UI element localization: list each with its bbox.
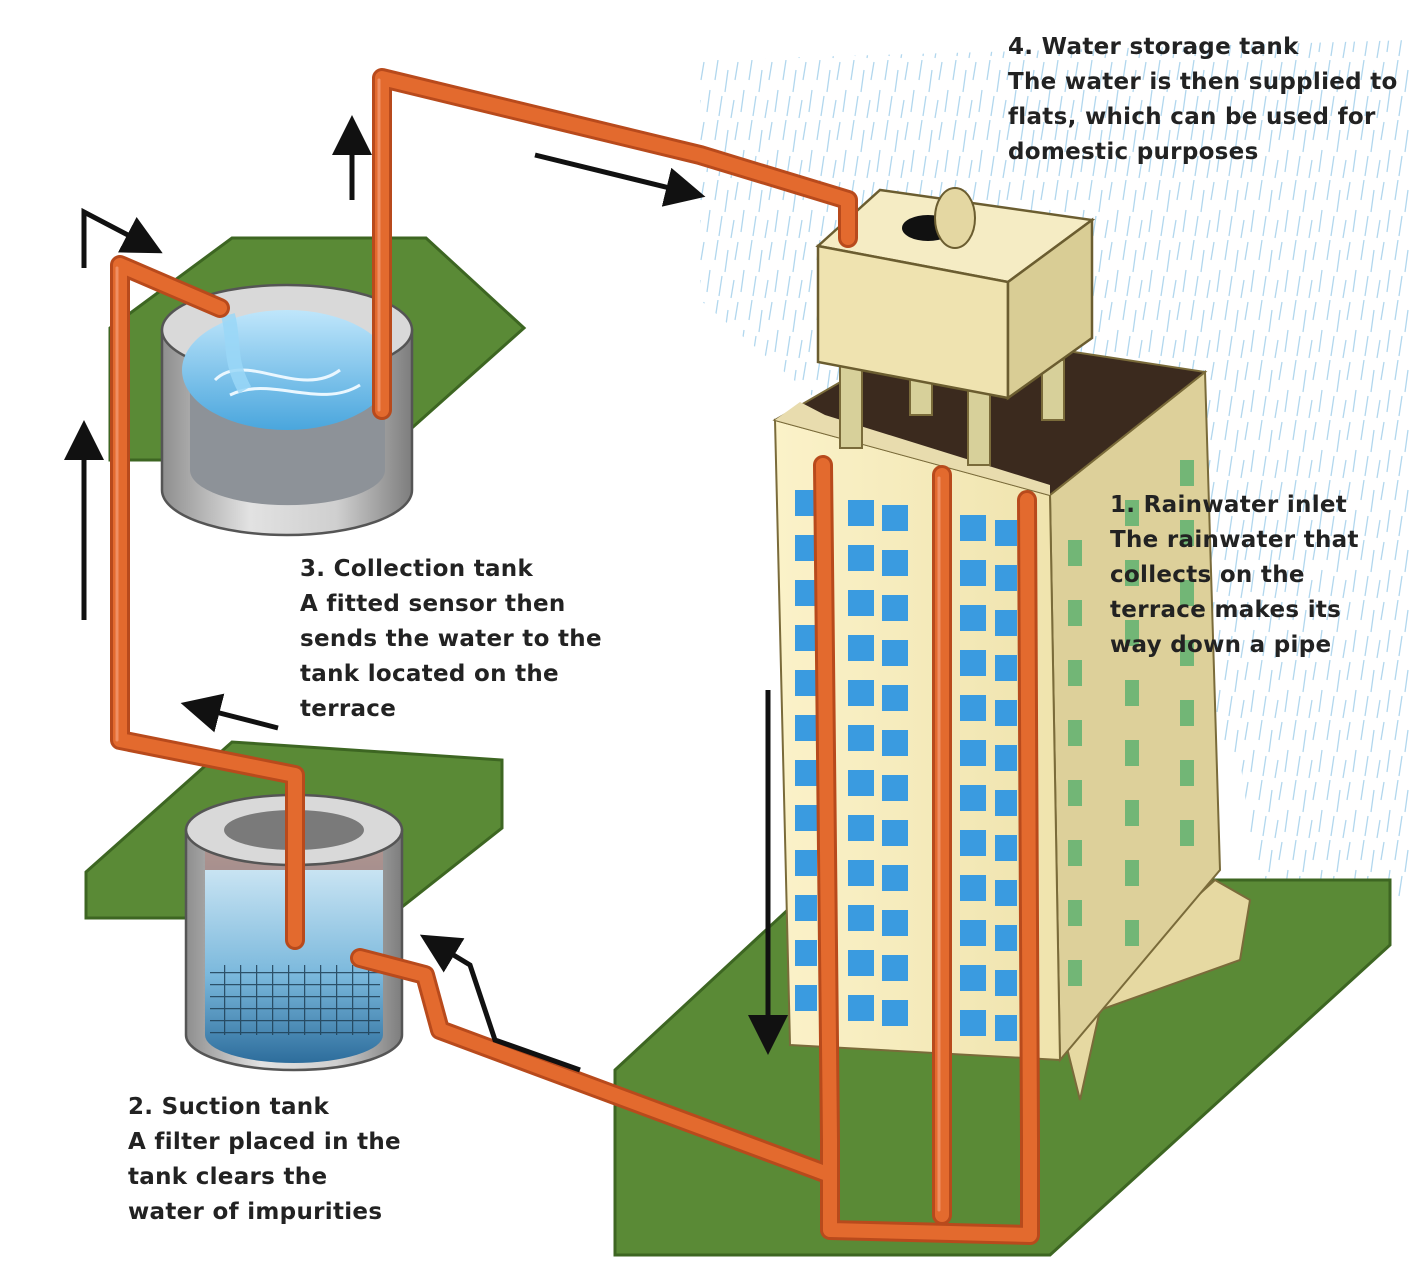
label-line: terrace bbox=[300, 696, 397, 722]
arrow-icon bbox=[81, 207, 163, 268]
pipe-network bbox=[110, 68, 1040, 1245]
lid-icon bbox=[934, 187, 976, 249]
label-line: domestic purposes bbox=[1008, 139, 1259, 165]
label-line: terrace makes its bbox=[1110, 597, 1342, 623]
water-storage-tank bbox=[815, 187, 1096, 466]
label-line: collects on the bbox=[1110, 562, 1305, 588]
label-rainwater-inlet: 1. Rainwater inlet The rainwater that co… bbox=[1110, 488, 1359, 663]
arrow-icon bbox=[419, 934, 581, 1073]
label-title: 2. Suction tank bbox=[128, 1094, 330, 1120]
label-line: A filter placed in the bbox=[128, 1129, 401, 1155]
label-line: The water is then supplied to bbox=[1008, 69, 1398, 95]
label-water-storage-tank: 4. Water storage tank The water is then … bbox=[1008, 30, 1398, 170]
label-collection-tank: 3. Collection tank A fitted sensor then … bbox=[300, 552, 602, 727]
label-line: tank clears the bbox=[128, 1164, 328, 1190]
label-suction-tank: 2. Suction tank A filter placed in the t… bbox=[128, 1090, 401, 1230]
label-line: sends the water to the bbox=[300, 626, 602, 652]
label-title: 3. Collection tank bbox=[300, 556, 534, 582]
arrow-icon bbox=[180, 693, 279, 733]
label-title: 4. Water storage tank bbox=[1008, 34, 1299, 60]
label-title: 1. Rainwater inlet bbox=[1110, 492, 1348, 518]
arrow-icon bbox=[534, 152, 706, 207]
label-line: flats, which can be used for bbox=[1008, 104, 1376, 130]
label-line: tank located on the bbox=[300, 661, 559, 687]
label-line: The rainwater that bbox=[1110, 527, 1359, 553]
flow-arrows bbox=[64, 115, 788, 1073]
label-line: way down a pipe bbox=[1110, 632, 1332, 658]
label-line: A fitted sensor then bbox=[300, 591, 566, 617]
label-line: water of impurities bbox=[128, 1199, 383, 1225]
